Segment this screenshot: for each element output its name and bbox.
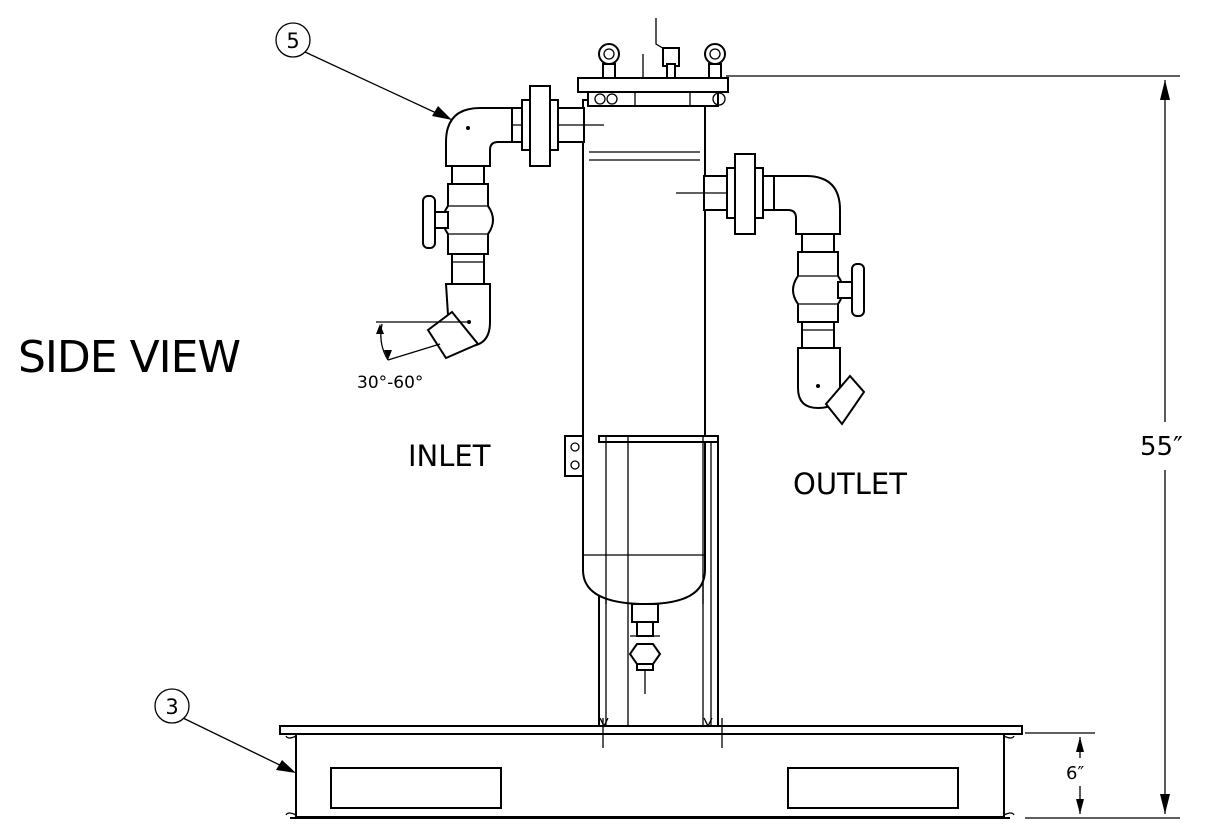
vent-valve [642,18,680,79]
base-height-dimension: 6″ [1066,763,1084,784]
angle-label: 30°-60° [357,373,423,393]
overall-height-dimension: 55″ [1140,432,1183,462]
inlet-label: INLET [408,439,491,473]
balloon-3-number: 3 [165,695,178,719]
outlet-top-elbow [773,175,841,235]
filter-vessel [582,99,719,606]
base-skid [279,718,1023,819]
overall-height-dimension-lines [726,75,1180,819]
balloon-5: 5 [275,22,452,120]
base-height-dimension-lines [1025,732,1095,814]
lifting-eyebolt-right [704,43,726,79]
lifting-eyebolt-left [598,43,620,79]
outlet-valve [792,251,844,323]
inlet-valve [442,183,494,255]
inlet-top-elbow [445,107,513,167]
drain-valve [628,603,662,694]
inlet-flange [529,85,551,167]
outlet-piping [676,153,866,426]
inlet-piping [376,85,604,361]
balloon-5-number: 5 [286,29,299,53]
inlet-outlet-stub [426,310,480,360]
outlet-label: OUTLET [793,467,907,501]
outlet-flange [734,153,756,235]
vessel-lid [577,77,729,107]
inlet-valve-handle [422,195,436,249]
base-cutout-left [330,767,502,809]
outlet-valve-handle [851,263,865,317]
base-cutout-right [787,767,959,809]
view-title: SIDE VIEW [18,332,240,383]
balloon-3: 3 [154,688,296,773]
outlet-outlet-stub [824,374,866,426]
